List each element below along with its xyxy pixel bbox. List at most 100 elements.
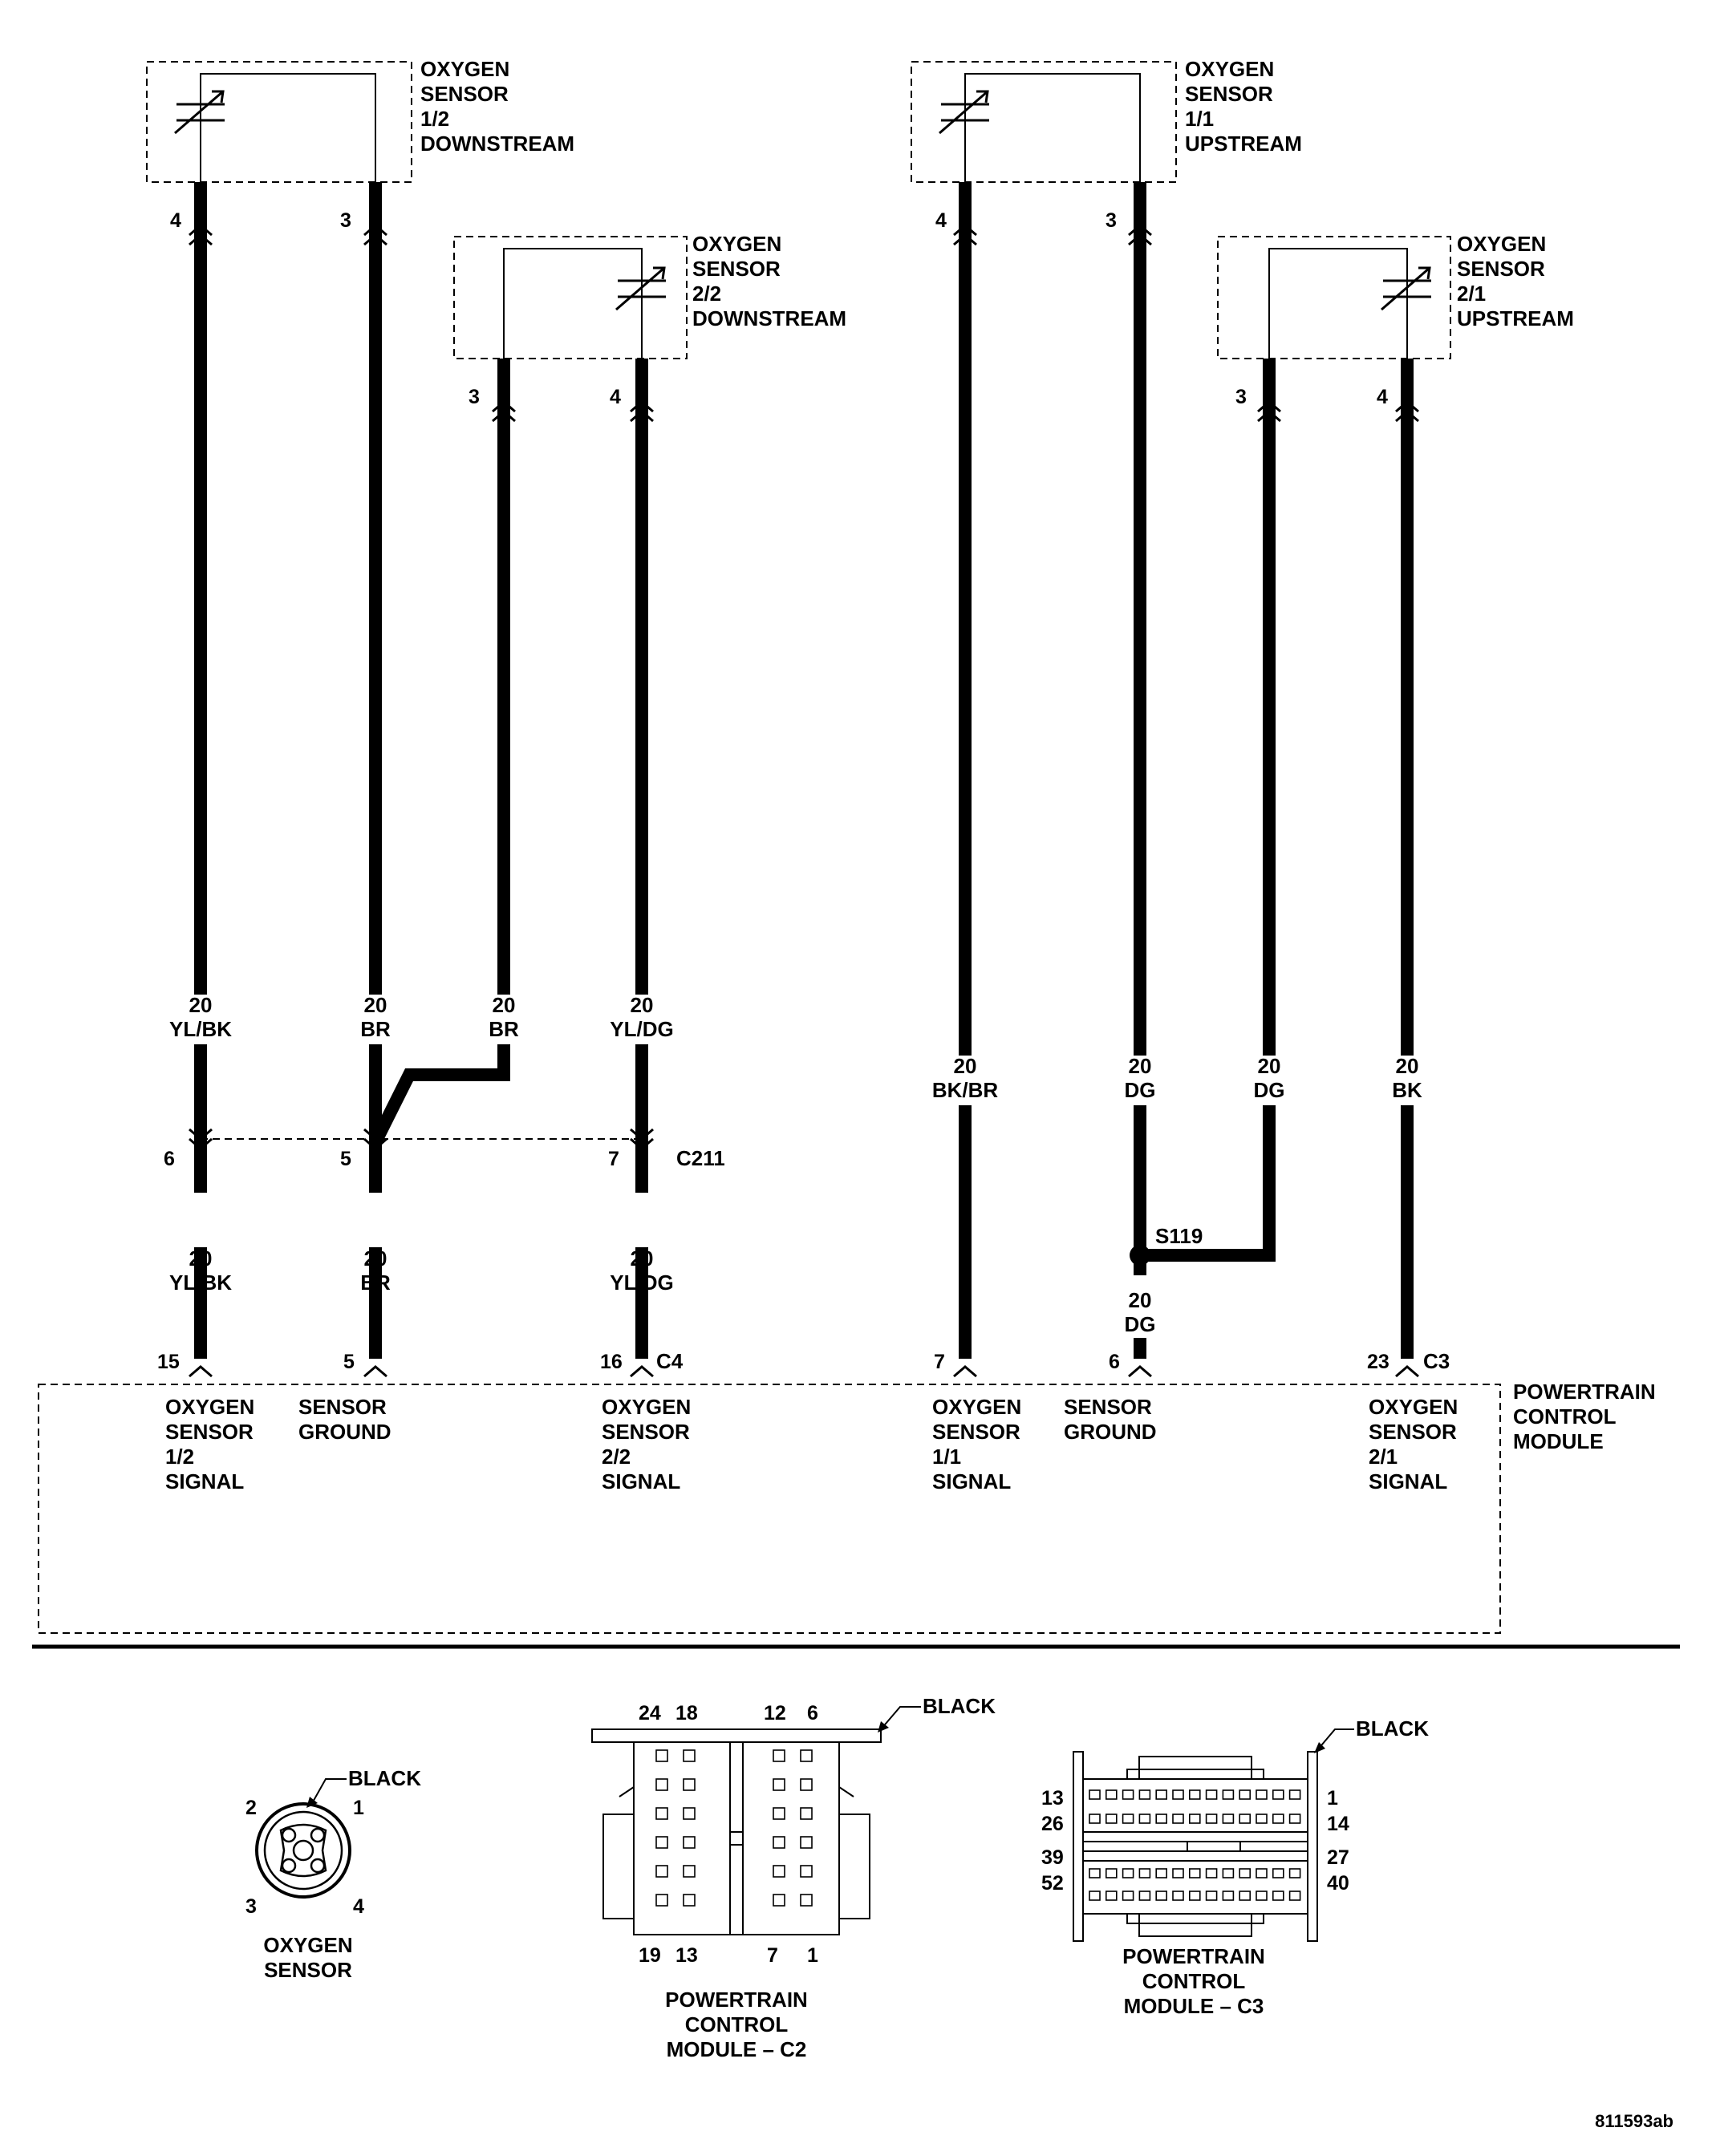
pcm-c2-cavity xyxy=(655,1807,668,1820)
wire-8-color: BK xyxy=(1392,1078,1422,1102)
wire-6-lower-color: DG xyxy=(1125,1312,1156,1336)
pcm-c2-cavity xyxy=(683,1894,696,1907)
pcm-c3-cavity xyxy=(1288,1789,1301,1800)
pcm-c3-cavity xyxy=(1189,1868,1201,1878)
sensor-1-2-label-4: DOWNSTREAM xyxy=(420,132,574,156)
wire-6-lower-gauge: 20 xyxy=(1129,1288,1152,1312)
pcm-c3-cavity xyxy=(1205,1891,1218,1901)
pcm-c2-cavity xyxy=(773,1894,785,1907)
pcm-fn-3-line-2: SENSOR xyxy=(602,1420,690,1444)
wire-2-lower-gauge: 20 xyxy=(364,1246,387,1270)
sensor-1-1-pin-3: 3 xyxy=(1105,209,1117,232)
pcm-c2-connector-color: BLACK xyxy=(923,1694,996,1718)
oxygen-sensor-connector-pin-4: 4 xyxy=(353,1895,364,1918)
pcm-c3-cavity xyxy=(1138,1789,1151,1800)
wire-3-upper-color: BR xyxy=(489,1017,519,1041)
pcm-c2-cavity xyxy=(683,1807,696,1820)
oxygen-sensor-1-1-box: OXYGEN SENSOR 1/1 UPSTREAM xyxy=(911,57,1302,183)
pcm-c2-connector-view: BLACK 24 18 12 6 19 13 7 1 POWERTRAIN CO… xyxy=(591,1694,996,2061)
pcm-c2-cavity xyxy=(800,1836,813,1849)
pcm-c3-cavity xyxy=(1155,1891,1167,1901)
pcm-c3-pin-40: 40 xyxy=(1327,1872,1349,1895)
pcm-c2-pin-6: 6 xyxy=(807,1702,818,1724)
c211-label: C211 xyxy=(676,1146,725,1170)
wire-2-upper-gauge: 20 xyxy=(364,993,387,1017)
pcm-fn-6-line-1: OXYGEN xyxy=(1369,1395,1458,1419)
pcm-c3-cavity xyxy=(1239,1891,1251,1901)
pcm-c3-pin-52: 52 xyxy=(1041,1872,1064,1895)
pcm-c3-cavity xyxy=(1222,1891,1235,1901)
oxygen-sensor-1-2-box: OXYGEN SENSOR 1/2 DOWNSTREAM xyxy=(146,57,574,183)
wire-6-upper-color: DG xyxy=(1125,1078,1156,1102)
pcm-c2-pin-24: 24 xyxy=(639,1702,661,1724)
pcm-c3-cavity xyxy=(1155,1814,1167,1824)
pcm-c3-cavity xyxy=(1222,1814,1235,1824)
wire-5-color: BK/BR xyxy=(932,1078,999,1102)
sensor-2-2-pin-4: 4 xyxy=(610,386,621,408)
sensor-2-1-pin-4: 4 xyxy=(1377,386,1388,408)
oxygen-sensor-2-1-box: OXYGEN SENSOR 2/1 UPSTREAM xyxy=(1217,232,1574,359)
pcm-c3-pin-13: 13 xyxy=(1041,1787,1064,1810)
pcm-c2-cavity xyxy=(655,1749,668,1762)
pcm-c3-cavity xyxy=(1272,1814,1284,1824)
pcm-c3-cavity xyxy=(1256,1891,1268,1901)
wire-2-lower-color: BR xyxy=(360,1270,391,1295)
pcm-fn-4-line-1: OXYGEN xyxy=(932,1395,1021,1419)
pcm-c3-title-1: POWERTRAIN xyxy=(1122,1944,1265,1968)
pcm-fn-1-line-3: 1/2 xyxy=(165,1445,194,1469)
pcm-c2-cavity xyxy=(655,1894,668,1907)
pcm-c3-pin-23: 23 xyxy=(1367,1351,1389,1373)
wire-1-lower-gauge: 20 xyxy=(189,1246,213,1270)
pcm-c3-cavity xyxy=(1105,1868,1118,1878)
pcm-fn-6-line-2: SENSOR xyxy=(1369,1420,1457,1444)
pcm-fn-5-line-1: SENSOR xyxy=(1064,1395,1152,1419)
pcm-c2-pin-18: 18 xyxy=(675,1702,698,1724)
pcm-c3-cavity xyxy=(1172,1814,1184,1824)
pcm-c2-cavity xyxy=(683,1865,696,1878)
pcm-c3-pin-1: 1 xyxy=(1327,1787,1338,1810)
pcm-fn-6-line-4: SIGNAL xyxy=(1369,1469,1447,1493)
pcm-c2-cavity xyxy=(683,1836,696,1849)
wire-7-gauge: 20 xyxy=(1258,1054,1281,1078)
sensor-2-2-pin-3: 3 xyxy=(469,386,480,408)
pcm-c2-cavity xyxy=(800,1778,813,1791)
pcm-c4-pin-15: 15 xyxy=(157,1351,180,1373)
pcm-c2-cavity xyxy=(655,1865,668,1878)
wire-1-upper-gauge: 20 xyxy=(189,993,213,1017)
pcm-c3-cavity xyxy=(1239,1789,1251,1800)
pcm-fn-3-line-3: 2/2 xyxy=(602,1445,631,1469)
powertrain-control-module-box: POWERTRAIN CONTROL MODULE OXYGEN SENSOR … xyxy=(38,1380,1656,1634)
pcm-fn-1-line-4: SIGNAL xyxy=(165,1469,244,1493)
pcm-c3-cavity xyxy=(1105,1814,1118,1824)
sensor-1-1-label-3: 1/1 xyxy=(1185,107,1214,131)
pcm-c3-cavity xyxy=(1105,1789,1118,1800)
figure-id: 811593ab xyxy=(1595,2111,1673,2131)
pcm-c3-cavity xyxy=(1222,1868,1235,1878)
pcm-c3-cavity xyxy=(1155,1868,1167,1878)
pcm-c3-cavity xyxy=(1138,1868,1151,1878)
pcm-c3-cavity xyxy=(1122,1868,1134,1878)
wire-sensor-ground-2-2 xyxy=(369,359,510,1145)
pcm-c3-cavity xyxy=(1256,1789,1268,1800)
pcm-c4-pin-16: 16 xyxy=(600,1351,623,1373)
pcm-label-1: POWERTRAIN xyxy=(1513,1380,1656,1404)
sensor-2-1-pin-3: 3 xyxy=(1235,386,1247,408)
pcm-c2-cavity xyxy=(773,1778,785,1791)
wire-4-lower-gauge: 20 xyxy=(631,1246,654,1270)
sensor-1-2-pin-4: 4 xyxy=(170,209,181,232)
sensor-1-2-label-3: 1/2 xyxy=(420,107,449,131)
pcm-c3-cavity xyxy=(1189,1891,1201,1901)
pcm-terminals: 15 5 16 C4 7 6 23 C3 xyxy=(157,1349,1450,1378)
pcm-c3-cavity xyxy=(1155,1789,1167,1800)
wire-6-upper-gauge: 20 xyxy=(1129,1054,1152,1078)
pcm-c2-pin-13: 13 xyxy=(675,1944,698,1967)
sensor-1-1-label-1: OXYGEN xyxy=(1185,57,1274,81)
pcm-c3-pin-39: 39 xyxy=(1041,1846,1064,1869)
sensor-1-1-pin-4: 4 xyxy=(935,209,947,232)
pcm-c2-cavity xyxy=(773,1749,785,1762)
pcm-fn-3-line-4: SIGNAL xyxy=(602,1469,680,1493)
pcm-fn-1-line-1: OXYGEN xyxy=(165,1395,254,1419)
pcm-c3-cavity xyxy=(1189,1789,1201,1800)
oxygen-sensor-connector-view: BLACK 2 1 3 4 OXYGEN SENSOR xyxy=(245,1766,421,1982)
